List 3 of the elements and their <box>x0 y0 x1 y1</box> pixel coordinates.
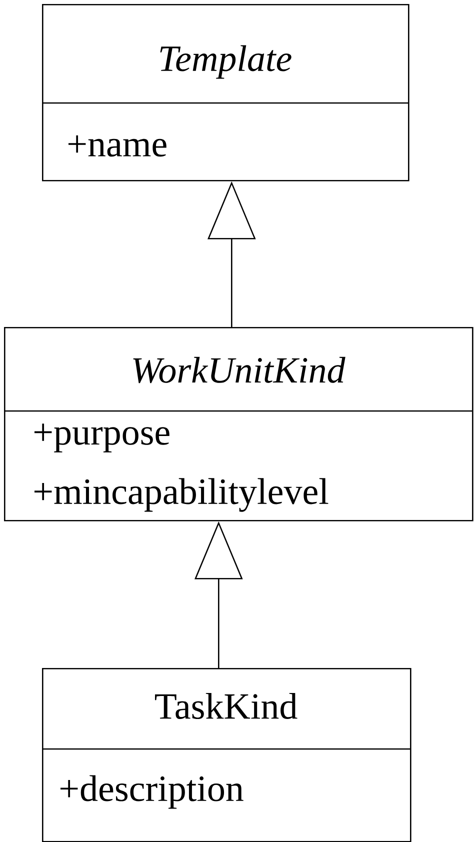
class-box: TaskKind +description <box>42 668 412 842</box>
class-box: Template +name <box>42 4 410 182</box>
class-box: WorkUnitKind +purpose +mincapabilitylevel <box>4 327 474 522</box>
